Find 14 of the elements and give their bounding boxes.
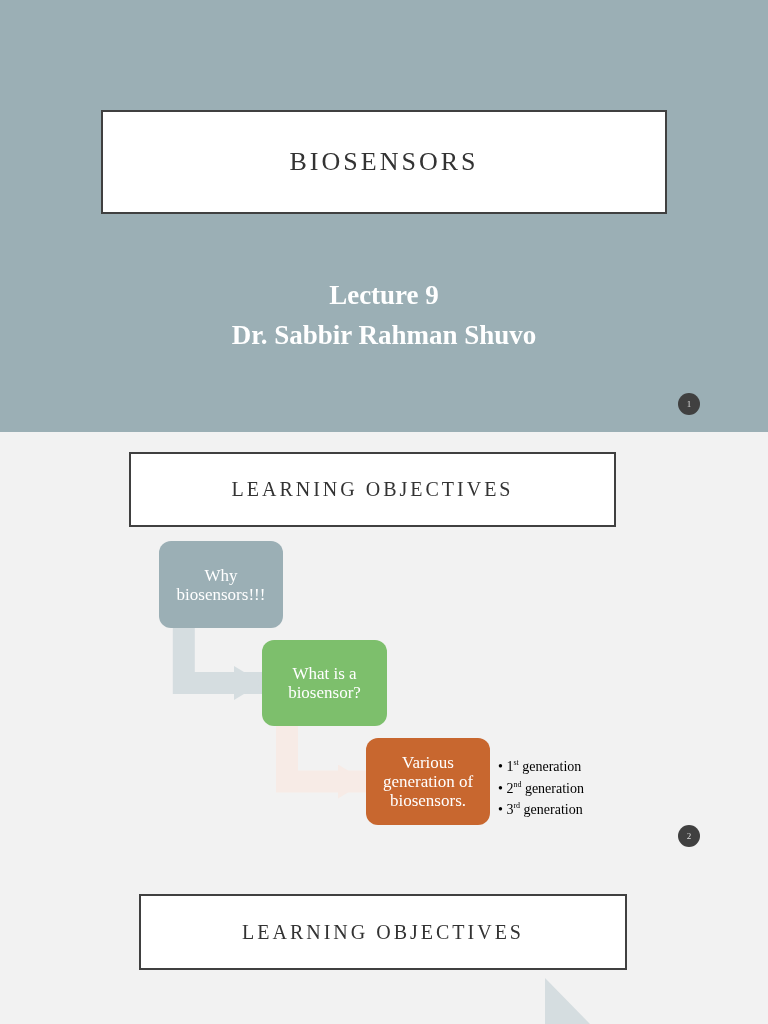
title-box: LEARNING OBJECTIVES	[129, 452, 616, 527]
title-box: LEARNING OBJECTIVES	[139, 894, 627, 970]
bent-arrow	[172, 628, 262, 700]
bullet-text: • 2$^{nd}$ generation	[498, 778, 584, 798]
title-box: BIOSENSORS	[101, 110, 667, 214]
bent-arrow	[276, 726, 366, 799]
author-name: Dr. Sabbir Rahman Shuvo	[230, 320, 538, 351]
bullet-text: • 1$^{st}$ generation	[498, 757, 583, 776]
step-box: What is a biosensor?	[262, 640, 387, 726]
lecture-label: Lecture 9	[328, 280, 440, 311]
bullet-text: • 3$^{rd}$ generation	[498, 800, 584, 819]
step-box: Why biosensors!!!	[159, 541, 283, 628]
step-box: Various generation of biosensors.	[366, 738, 490, 825]
page-number-circle: 2	[678, 825, 700, 847]
